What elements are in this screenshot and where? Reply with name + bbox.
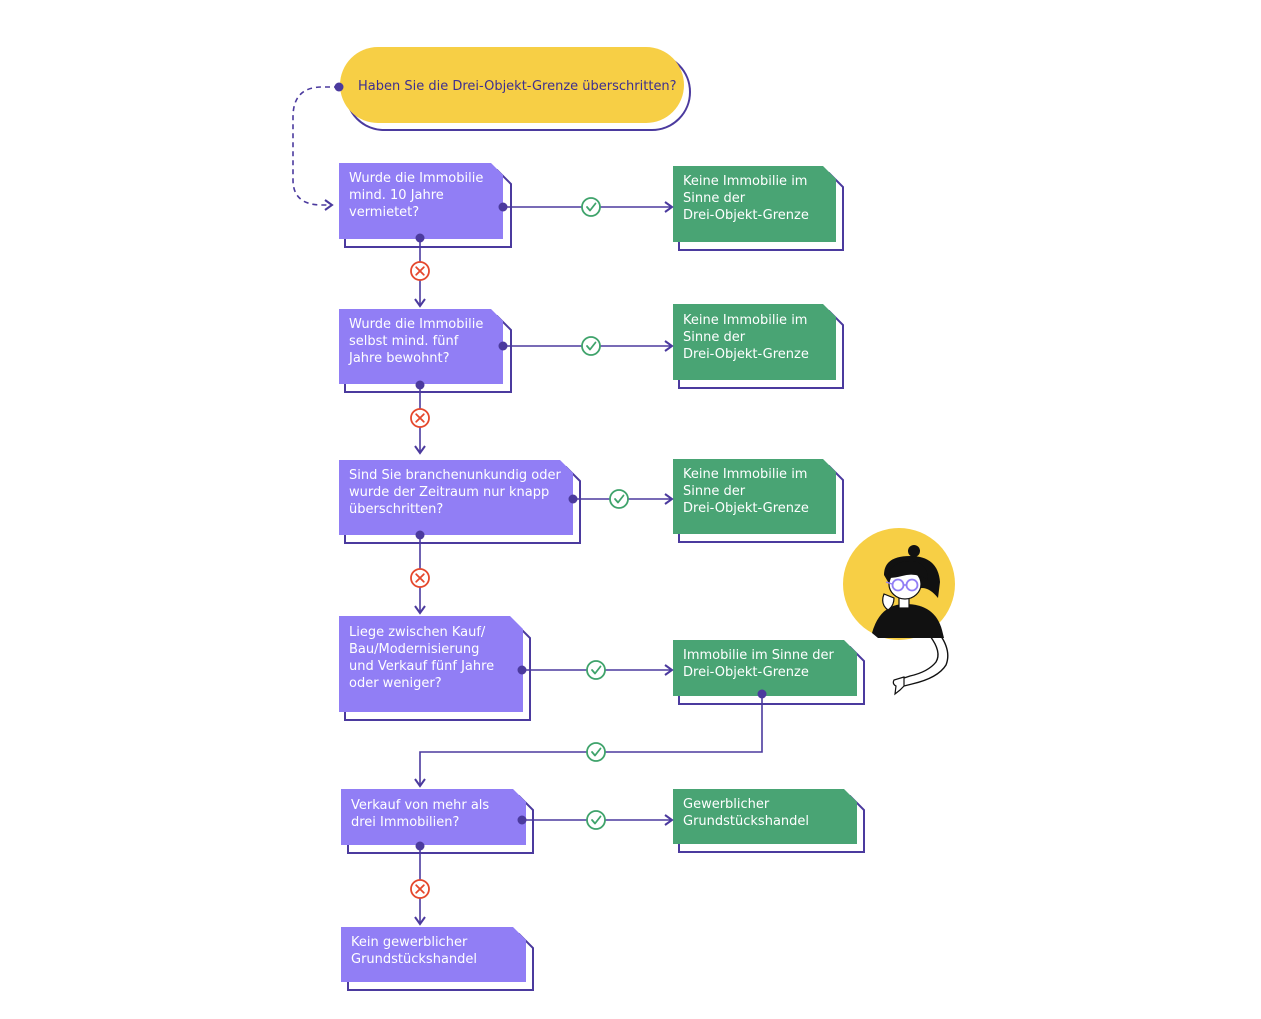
cross-circle-icon: [410, 568, 430, 588]
check-circle-icon: [581, 336, 601, 356]
start-question: Haben Sie die Drei-Objekt-Grenze übersch…: [358, 79, 677, 94]
result-box-2: [673, 304, 844, 389]
result-box-5: [673, 789, 865, 853]
cross-circle-icon: [410, 408, 430, 428]
start-node: [340, 47, 691, 131]
end-box-kein-gewerblicher: [341, 927, 534, 991]
result-box-3: [673, 459, 844, 543]
check-circle-icon: [586, 660, 606, 680]
end-text-kein-gewerblicher: Kein gewerblicher Grundstückshandel: [351, 935, 478, 967]
cross-circle-icon: [410, 879, 430, 899]
question-text-1: Wurde die Immobilie mind. 10 Jahre vermi…: [349, 171, 484, 220]
question-box-4: [339, 616, 531, 721]
question-text-5: Verkauf von mehr als drei Immobilien?: [351, 798, 490, 830]
check-circle-icon: [581, 197, 601, 217]
result-text-3: Keine Immobilie im Sinne der Drei-Objekt…: [683, 467, 809, 516]
result-text-1: Keine Immobilie im Sinne der Drei-Objekt…: [683, 174, 809, 223]
result-box-1: [673, 166, 844, 251]
result-text-4: Immobilie im Sinne der Drei-Objekt-Grenz…: [683, 648, 834, 680]
connector-dot: [334, 82, 344, 92]
question-text-4: Liege zwischen Kauf/ Bau/Modernisierung …: [349, 625, 495, 691]
question-box-3: [339, 460, 581, 544]
check-circle-icon: [586, 742, 606, 762]
cross-circle-icon: [410, 261, 430, 281]
result-box-4: [673, 640, 865, 705]
question-box-5: [341, 789, 534, 854]
connector-dots: [415, 202, 767, 851]
woman-with-glasses-illustration: [843, 528, 955, 696]
check-circle-icon: [586, 810, 606, 830]
question-text-3: Sind Sie branchenunkundig oder wurde der…: [349, 468, 561, 517]
question-text-2: Wurde die Immobilie selbst mind. fünf Ja…: [349, 317, 484, 366]
question-box-2: [339, 309, 512, 393]
result-text-5: Gewerblicher Grundstückshandel: [683, 797, 810, 829]
result-text-2: Keine Immobilie im Sinne der Drei-Objekt…: [683, 313, 809, 362]
question-box-1: [339, 163, 512, 248]
start-connector-dashed: [292, 86, 339, 211]
check-circle-icon: [609, 489, 629, 509]
